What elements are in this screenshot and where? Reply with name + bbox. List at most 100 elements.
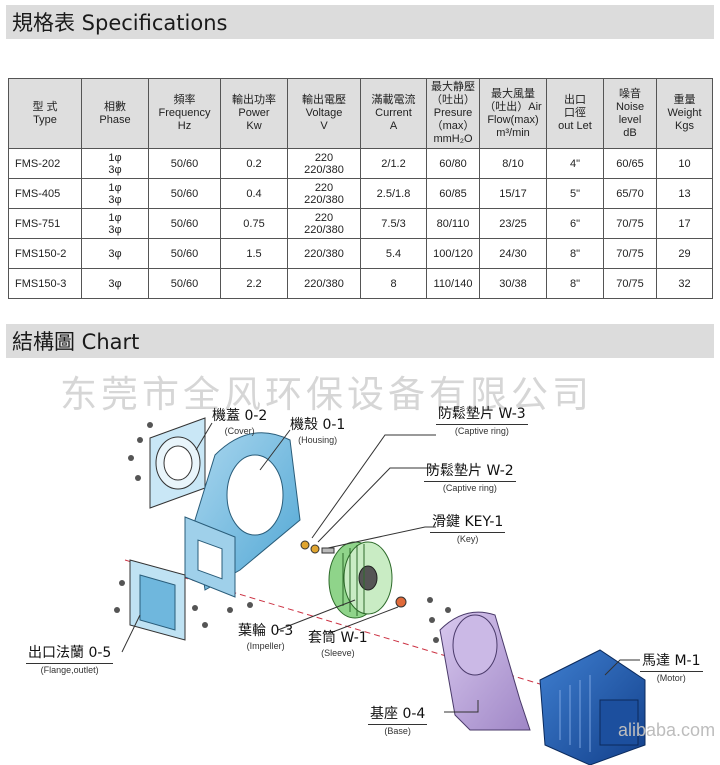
header-line: Phase	[99, 113, 131, 126]
cell-pressure: 60/80	[426, 148, 480, 179]
cell-power: 1.5	[220, 238, 288, 269]
cell-type: FMS-202	[8, 148, 82, 179]
cell-flow: 23/25	[479, 208, 547, 239]
housing-part	[184, 432, 301, 613]
header-line: 型 式	[32, 100, 58, 113]
cell-outlet: 6"	[546, 208, 604, 239]
header-line: Power	[238, 107, 270, 119]
cell-outlet: 5"	[546, 178, 604, 209]
header-line: Kw	[246, 120, 262, 132]
cell-line: 1φ	[108, 181, 122, 194]
cell-line: 220/380	[304, 247, 344, 260]
captive-ring-w3-label: 防鬆墊片 W-3 (Captive ring)	[436, 403, 528, 436]
company-watermark: 东莞市全风环保设备有限公司	[60, 373, 593, 416]
cell-freq: 50/60	[148, 208, 221, 239]
cell-current: 5.4	[360, 238, 427, 269]
cell-type: FMS150-2	[8, 238, 82, 269]
sleeve-part	[395, 596, 407, 608]
header-line: 輸出功率	[232, 94, 276, 106]
captive-ring-parts	[300, 540, 335, 554]
header-line: （max）	[431, 120, 475, 132]
cell-power: 0.75	[220, 208, 288, 239]
cell-line: 220	[314, 151, 334, 164]
chart-section-title: 結構圖 Chart	[12, 330, 140, 354]
cell-freq: 50/60	[148, 268, 221, 299]
cell-phase: 3φ	[81, 268, 149, 299]
cell-type: FMS-405	[8, 178, 82, 209]
cell-weight: 32	[656, 268, 713, 299]
cell-weight: 17	[656, 208, 713, 239]
spec-header-cell: 最大静壓（吐出）Presure（max）mmH₂O	[426, 78, 480, 149]
cell-line: 220	[314, 181, 334, 194]
cell-voltage: 220/380	[287, 268, 361, 299]
impeller-label: 葉輪 0-3 (Impeller)	[238, 623, 294, 651]
cell-weight: 29	[656, 238, 713, 269]
cell-current: 8	[360, 268, 427, 299]
key-label: 滑鍵 KEY-1 (Key)	[430, 511, 506, 544]
cell-power: 0.2	[220, 148, 288, 179]
header-line: 輸出電壓	[302, 94, 346, 106]
header-line: 出口	[564, 94, 586, 106]
cell-outlet: 8"	[546, 238, 604, 269]
cell-flow: 8/10	[479, 148, 547, 179]
header-line: mmH₂O	[433, 133, 473, 145]
cell-type: FMS150-3	[8, 268, 82, 299]
cell-weight: 10	[656, 148, 713, 179]
leader-lines	[121, 422, 640, 713]
header-line: （吐出）	[431, 94, 475, 106]
cell-line: 3φ	[108, 223, 122, 236]
cell-line: 1φ	[108, 151, 122, 164]
cell-line: 3φ	[108, 193, 122, 206]
cell-weight: 13	[656, 178, 713, 209]
cell-line: 3φ	[108, 163, 122, 176]
cell-pressure: 60/85	[426, 178, 480, 209]
impeller-part	[328, 541, 393, 619]
cover-part	[128, 417, 206, 509]
header-line: V	[320, 120, 328, 132]
header-line: Weight	[667, 107, 702, 119]
cell-noise: 70/75	[603, 268, 657, 299]
cell-line: 3φ	[108, 277, 122, 290]
cell-pressure: 80/110	[426, 208, 480, 239]
cell-pressure: 110/140	[426, 268, 480, 299]
header-line: Voltage	[305, 107, 343, 119]
cell-freq: 50/60	[148, 238, 221, 269]
header-line: 重量	[673, 94, 696, 106]
cover-label: 機蓋 0-2 (Cover)	[212, 408, 268, 436]
cell-freq: 50/60	[148, 148, 221, 179]
header-line: （吐出）Air	[484, 100, 542, 113]
housing-label: 機殼 0-1 (Housing)	[290, 417, 346, 445]
sleeve-label: 套筒 W-1 (Sleeve)	[308, 630, 368, 658]
cell-power: 0.4	[220, 178, 288, 209]
cell-outlet: 8"	[546, 268, 604, 299]
cell-noise: 65/70	[603, 178, 657, 209]
header-line: out Let	[558, 120, 592, 132]
captive-ring-w2-label: 防鬆墊片 W-2 (Captive ring)	[424, 460, 516, 493]
flange-label: 出口法蘭 0-5 (Flange,outlet)	[26, 642, 114, 675]
exploded-view-diagram	[114, 417, 646, 765]
motor-part	[539, 649, 646, 765]
cell-flow: 15/17	[479, 178, 547, 209]
cell-flow: 30/38	[479, 268, 547, 299]
cell-line: 220	[314, 211, 334, 224]
header-line: Kgs	[675, 120, 694, 132]
cell-type: FMS-751	[8, 208, 82, 239]
cell-flow: 24/30	[479, 238, 547, 269]
cell-line: 220/380	[304, 193, 344, 206]
